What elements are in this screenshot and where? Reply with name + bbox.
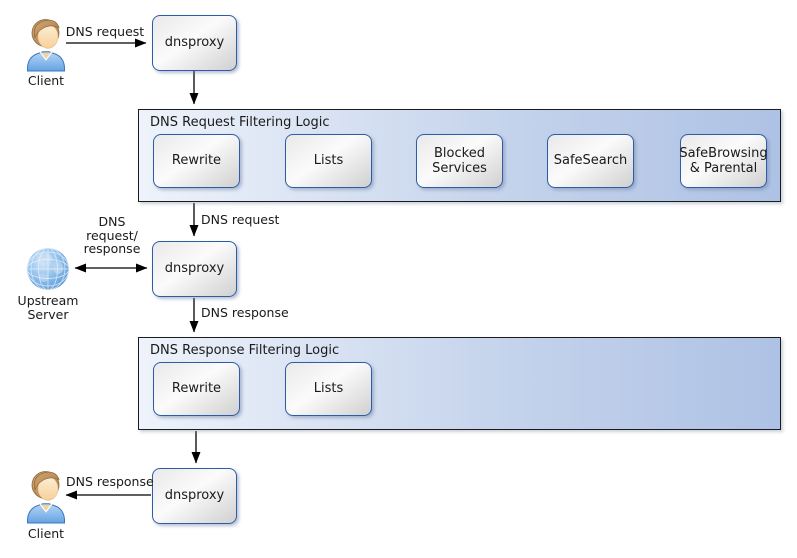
request-safebrowsing-label: SafeBrowsing & Parental xyxy=(679,145,768,176)
upstream-edge-label-line3: response xyxy=(83,241,141,256)
filter-to-proxy-edge-label: DNS request xyxy=(201,212,280,227)
client-person-icon xyxy=(27,19,65,72)
dnsproxy-middle-label: dnsproxy xyxy=(164,261,225,277)
upstream-server-label: Upstream Server xyxy=(10,294,86,321)
upstream-edge-label-line2: request/ xyxy=(86,227,138,243)
request-safebrowsing-node: SafeBrowsing & Parental xyxy=(679,134,768,188)
dnsproxy-middle-node: dnsproxy xyxy=(152,241,237,297)
dnsproxy-top-label: dnsproxy xyxy=(164,35,225,51)
upstream-server-globe-icon xyxy=(26,247,70,291)
dnsproxy-bottom-label: dnsproxy xyxy=(164,488,225,504)
request-lists-node: Lists xyxy=(285,134,372,188)
request-rewrite-label: Rewrite xyxy=(171,153,222,169)
request-safesearch-label: SafeSearch xyxy=(553,153,628,169)
request-blocked-services-label: Blocked Services xyxy=(432,145,487,176)
request-filtering-title: DNS Request Filtering Logic xyxy=(150,115,330,130)
proxy-to-filter-edge-label: DNS response xyxy=(201,305,289,320)
response-rewrite-node: Rewrite xyxy=(153,362,240,416)
client-bottom-person-icon xyxy=(27,471,65,524)
client-to-proxy-edge-label: DNS request xyxy=(65,24,145,39)
upstream-label-line1: Upstream xyxy=(17,293,79,308)
request-lists-label: Lists xyxy=(313,153,344,169)
upstream-edge-label-line1: DNS xyxy=(98,214,126,229)
proxy-to-client-edge-label: DNS response xyxy=(66,474,154,489)
upstream-edge-label: DNS request/ response xyxy=(77,215,147,256)
request-rewrite-node: Rewrite xyxy=(153,134,240,188)
upstream-label-line2: Server xyxy=(27,306,69,322)
response-rewrite-label: Rewrite xyxy=(171,381,222,397)
response-filtering-title: DNS Response Filtering Logic xyxy=(150,343,340,358)
request-safesearch-node: SafeSearch xyxy=(547,134,634,188)
response-filtering-group: DNS Response Filtering Logic xyxy=(138,337,781,430)
request-blocked-services-node: Blocked Services xyxy=(416,134,503,188)
dnsproxy-top-node: dnsproxy xyxy=(152,15,237,71)
client-top-label: Client xyxy=(27,73,65,88)
response-lists-label: Lists xyxy=(313,381,344,397)
client-bottom-label: Client xyxy=(27,526,65,541)
dnsproxy-bottom-node: dnsproxy xyxy=(152,468,237,524)
response-lists-node: Lists xyxy=(285,362,372,416)
